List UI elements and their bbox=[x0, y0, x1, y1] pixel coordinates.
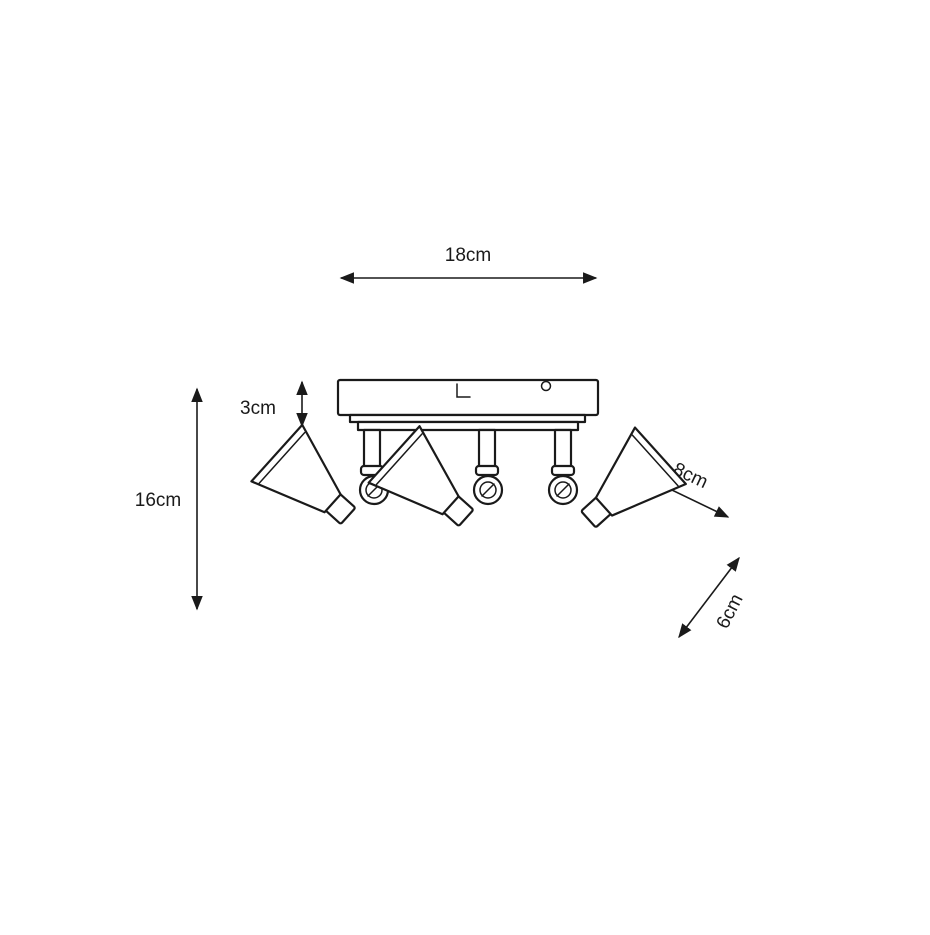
spotlight-left bbox=[250, 423, 390, 525]
screw-hole-icon bbox=[540, 380, 552, 392]
shade-diameter-arrow bbox=[678, 556, 740, 639]
shade-diameter-label: 6cm bbox=[713, 591, 748, 633]
mounting-slot-icon bbox=[456, 383, 471, 398]
shade-diameter-dimension: 6cm bbox=[678, 556, 748, 639]
base-height-dimension: 3cm bbox=[240, 380, 308, 428]
width-dimension: 18cm bbox=[339, 245, 598, 284]
ceiling-base-plate bbox=[336, 378, 600, 432]
base-height-label: 3cm bbox=[240, 398, 276, 419]
width-label: 18cm bbox=[445, 245, 491, 266]
spotlight-middle bbox=[367, 425, 504, 527]
total-height-dimension: 16cm bbox=[135, 387, 203, 611]
total-height-label: 16cm bbox=[135, 490, 181, 511]
spotlight-right bbox=[547, 426, 687, 528]
